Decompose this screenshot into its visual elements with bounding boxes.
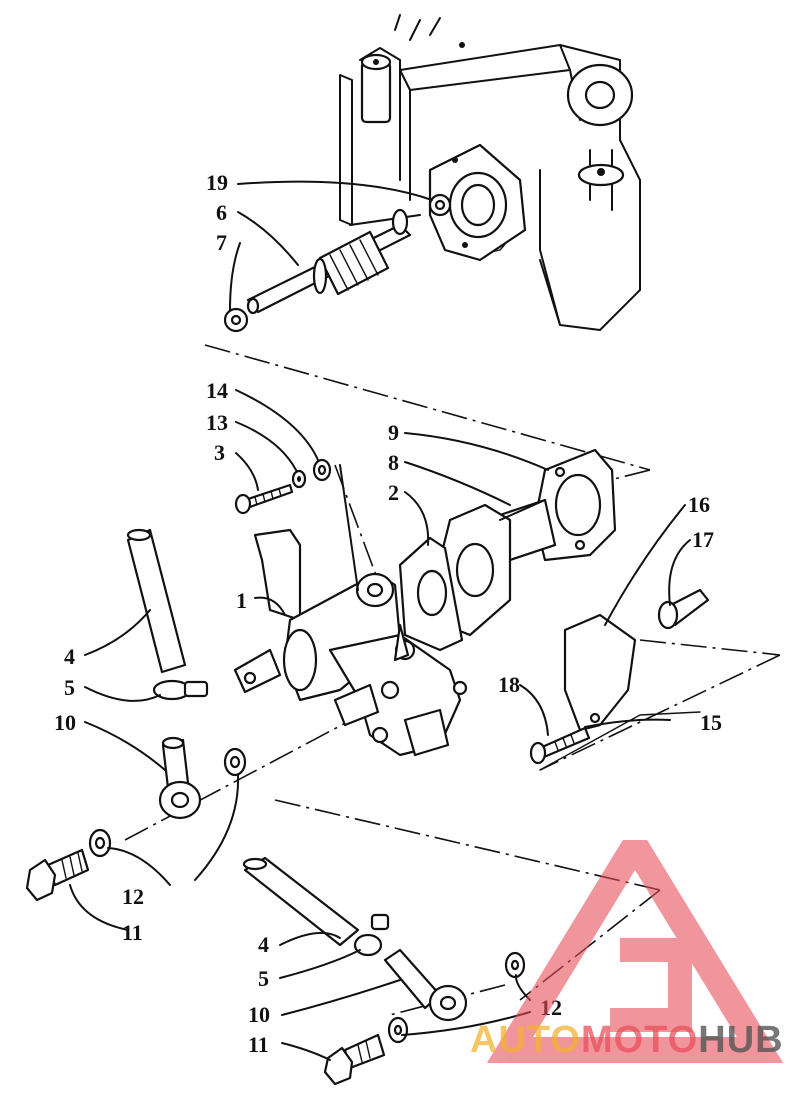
callout-10-lower: 10 xyxy=(248,1002,270,1027)
callout-14: 14 xyxy=(206,378,228,403)
washer-12-lower-b xyxy=(387,1016,409,1044)
screw-3 xyxy=(234,483,294,515)
callout-9: 9 xyxy=(388,420,399,445)
callout-8: 8 xyxy=(388,450,399,475)
callout-11-upper: 11 xyxy=(122,920,143,945)
callout-7: 7 xyxy=(216,230,227,255)
callout-18: 18 xyxy=(498,672,520,697)
callout-3: 3 xyxy=(214,440,225,465)
clamp-5-upper xyxy=(152,679,209,701)
washer-12-lower-a xyxy=(504,951,526,979)
hose-4-upper xyxy=(126,528,187,674)
washer-12-upper-a xyxy=(223,747,247,777)
callout-13: 13 xyxy=(206,410,228,435)
watermark-triangle-icon xyxy=(486,840,784,1063)
callout-1: 1 xyxy=(236,588,247,613)
washer-12-upper-b xyxy=(88,828,112,858)
oil-pump-body-1 xyxy=(233,528,468,757)
drive-shaft-assembly xyxy=(223,193,452,333)
banjo-fitting-10-upper xyxy=(158,736,202,820)
plug-17 xyxy=(657,588,710,630)
callout-15: 15 xyxy=(700,710,722,735)
callout-5-lower: 5 xyxy=(258,966,269,991)
gasket-2 xyxy=(398,536,464,652)
cover-plate-16 xyxy=(563,613,637,732)
automotohub-watermark: AUTOMOTOHUB xyxy=(470,840,784,1063)
callout-10-upper: 10 xyxy=(54,710,76,735)
callout-5-upper: 5 xyxy=(64,675,75,700)
callout-19: 19 xyxy=(206,170,228,195)
leader-lines xyxy=(69,180,691,1061)
washer-13 xyxy=(291,469,307,489)
bracket-15 xyxy=(539,654,776,771)
watermark-text: AUTOMOTOHUB xyxy=(470,1019,784,1061)
callout-12-upper: 12 xyxy=(122,884,144,909)
bolt-11-upper xyxy=(25,848,90,902)
watermark-moto: MOTO xyxy=(581,1019,698,1061)
callout-17: 17 xyxy=(692,527,714,552)
watermark-hub: HUB xyxy=(698,1019,783,1061)
callout-11-lower: 11 xyxy=(248,1032,269,1057)
clamp-5-lower xyxy=(353,913,390,957)
callout-4-upper: 4 xyxy=(64,644,75,669)
pump-flange-8 xyxy=(438,498,557,637)
bolt-11-lower xyxy=(323,1033,386,1086)
washer-14 xyxy=(312,458,332,482)
screw-18 xyxy=(529,726,591,765)
callout-16: 16 xyxy=(688,492,710,517)
callout-2: 2 xyxy=(388,480,399,505)
engine-crankcase xyxy=(339,14,641,331)
callout-6: 6 xyxy=(216,200,227,225)
hose-4-lower xyxy=(242,856,360,947)
gasket-9 xyxy=(533,448,617,562)
banjo-fitting-10-lower xyxy=(383,948,468,1022)
callout-4-lower: 4 xyxy=(258,932,269,957)
watermark-auto: AUTO xyxy=(470,1019,581,1061)
